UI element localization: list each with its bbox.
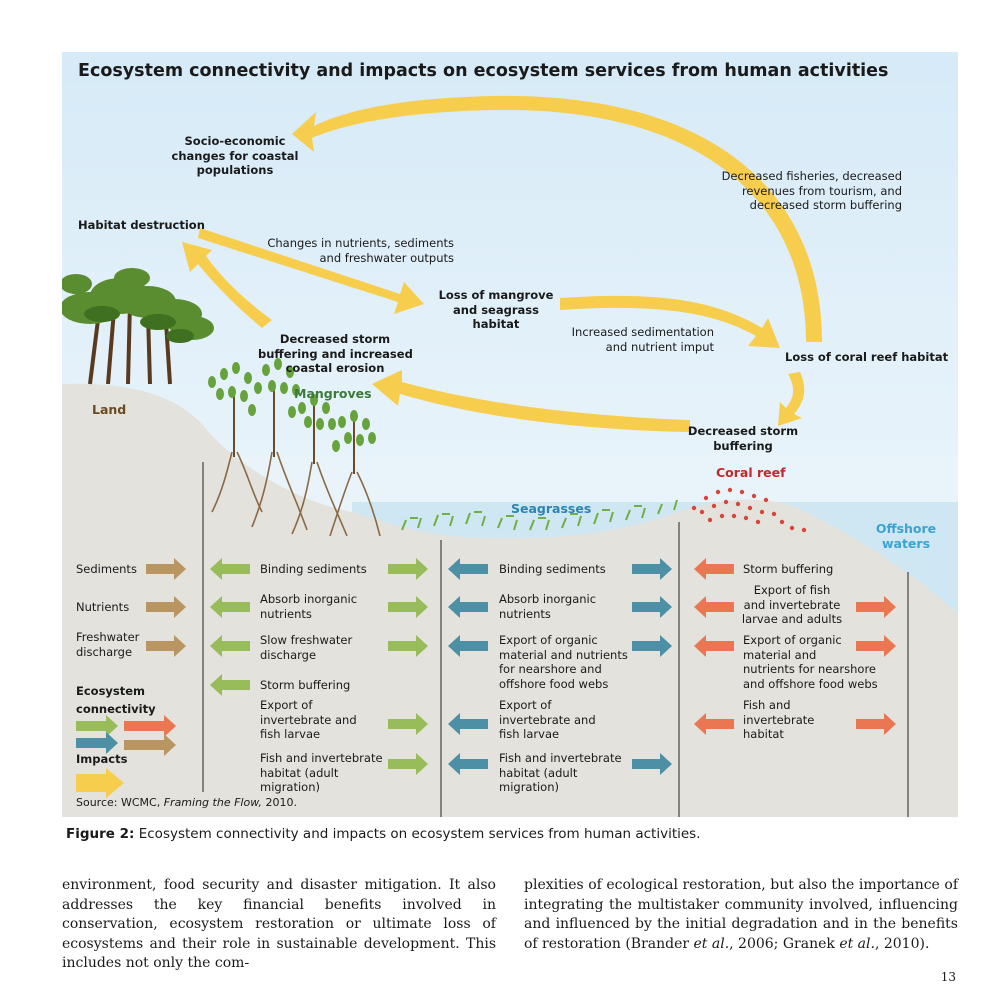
figure-title: Ecosystem connectivity and impacts on ec…	[78, 61, 889, 81]
land-nutrients: Nutrients	[76, 600, 130, 614]
figure-caption: Figure 2: Ecosystem connectivity and imp…	[66, 826, 701, 842]
caption-label: Figure 2:	[66, 826, 135, 842]
caption-text: Ecosystem connectivity and impacts on ec…	[134, 826, 701, 842]
land-sediments: Sediments	[76, 562, 137, 576]
legend-impacts-label: Impacts	[76, 752, 128, 766]
connectivity-arrows	[146, 558, 896, 775]
diagram-canvas	[62, 52, 958, 817]
arrow-mangrove-to-coral	[560, 295, 780, 348]
seagrass-service: Binding sediments	[499, 562, 606, 576]
mangrove-service: Binding sediments	[260, 562, 367, 576]
body-text-right: plexities of ecological restoration, but…	[524, 877, 958, 952]
arrow-storm-to-erosion	[372, 370, 690, 432]
land-ground	[62, 383, 958, 817]
legend-arrows	[76, 715, 176, 798]
node-loss-coral: Loss of coral reef habitat	[785, 350, 949, 364]
figure-panel: Ecosystem connectivity and impacts on ec…	[62, 52, 958, 817]
mangrove-illustration	[208, 358, 381, 537]
coral-illustration	[691, 487, 807, 533]
page-number: 13	[940, 970, 956, 984]
land-trees-illustration	[62, 268, 214, 385]
body-text-left: environment, food security and disaster …	[62, 877, 496, 971]
seagrass-illustration	[401, 499, 678, 531]
zone-label-land: Land	[92, 402, 127, 417]
node-habitat-destruction: Habitat destruction	[78, 218, 205, 232]
zone-label-seagrasses: Seagrasses	[511, 501, 592, 516]
zone-label-coral-reef: Coral reef	[716, 465, 786, 480]
mangrove-service: Storm buffering	[260, 678, 351, 692]
zone-label-mangroves: Mangroves	[294, 386, 372, 401]
arrow-coral-to-storm	[778, 372, 805, 426]
arrow-habitat-to-loss	[198, 228, 424, 314]
figure-source: Source: WCMC, Framing the Flow, 2010.	[76, 796, 297, 809]
impact-arrows	[182, 95, 822, 432]
arc-arrow-fisheries	[292, 95, 822, 342]
coral-service: Storm buffering	[743, 562, 834, 576]
arrow-erosion-to-habitat	[182, 242, 272, 328]
